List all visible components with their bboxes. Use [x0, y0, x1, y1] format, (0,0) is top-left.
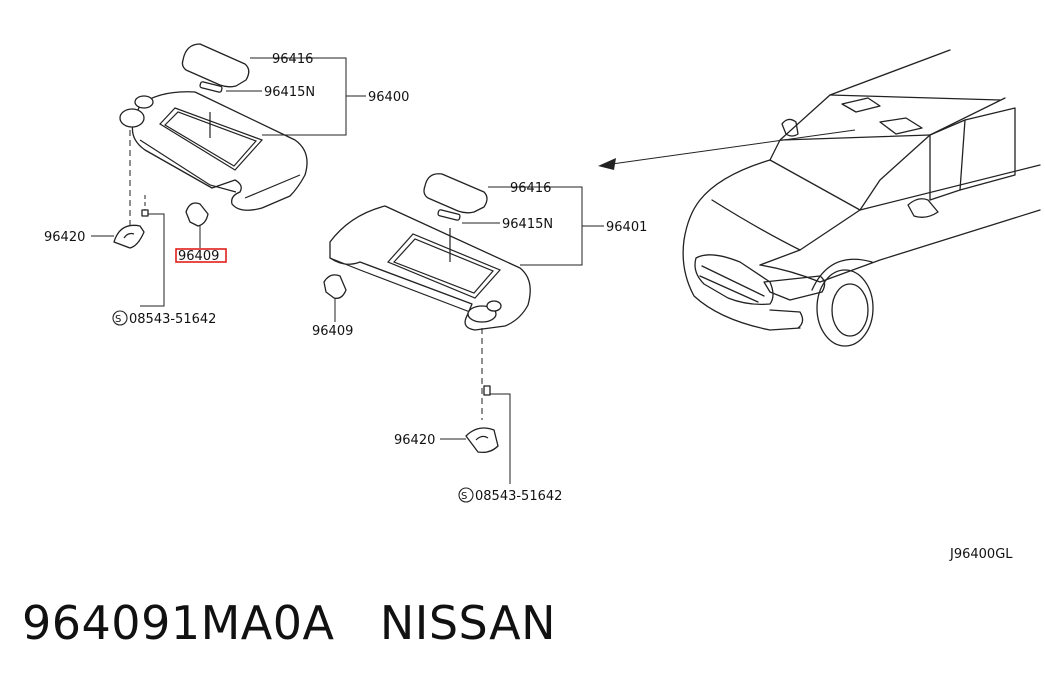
left-holder-highlight-box [175, 248, 227, 263]
car-windshield-top [781, 134, 931, 141]
left-mirror-lamp [199, 81, 223, 93]
car-windshield-bottom [769, 159, 861, 211]
car-front-wheel [816, 269, 874, 347]
left-visor-body [131, 91, 308, 211]
left-holder-label: 96409 [178, 249, 219, 264]
car-wheel-arch [811, 258, 873, 291]
left-screw-icon [141, 209, 149, 217]
caption-brand: NISSAN [379, 596, 556, 650]
car-a-pillar [769, 49, 951, 161]
car-hood-crease [711, 199, 801, 251]
left-mirror-lamp-label: 96415N [264, 85, 315, 100]
car-roof-front [829, 94, 1001, 101]
car-body-side [759, 209, 1041, 283]
location-arrow [611, 129, 856, 165]
left-clip-detail [123, 232, 135, 239]
exploded-parts-diagram: 96416 96415N 96400 96420 96409 S 08543-5… [44, 43, 1041, 562]
right-screw-symbol: S [461, 491, 467, 502]
caption-part-number: 964091MA0A [22, 596, 335, 650]
right-visor-mirror [392, 238, 494, 294]
car-side-window [929, 107, 1016, 201]
car-beltline [859, 164, 1041, 211]
left-visor-mirror-frame [159, 107, 264, 171]
left-visor-assembly: 96416 96415N 96400 96420 96409 S 08543-5… [44, 43, 409, 327]
diagram-reference-code: J96400GL [949, 547, 1013, 562]
vehicle-illustration [598, 49, 1041, 347]
left-assembly-number-label: 96400 [368, 90, 409, 105]
left-screw-symbol-circle [112, 310, 128, 326]
left-visor-pivot-cap [134, 95, 154, 109]
right-visor-body [329, 205, 531, 331]
right-visor-assembly: 96416 96415N 96401 96409 96420 S 08543-5… [312, 173, 647, 504]
left-holder-icon [185, 202, 209, 227]
car-grille-bars [699, 265, 765, 303]
left-visor-edge-2 [244, 174, 301, 199]
right-screw-leader [490, 393, 511, 484]
part-caption: 964091MA0A NISSAN [22, 596, 556, 650]
right-screw-label: 08543-51642 [475, 489, 562, 504]
car-rear-view-mirror [781, 118, 799, 137]
right-mirror-cover-label: 96416 [510, 181, 551, 196]
car-front-wheel-rim [831, 283, 869, 337]
right-holder-label: 96409 [312, 324, 353, 339]
right-mirror-lamp-label: 96415N [502, 217, 553, 232]
right-visor-pivot-cap [486, 300, 502, 312]
right-screw-icon [483, 385, 491, 396]
right-mirror-cover [423, 173, 488, 214]
car-b-pillar [959, 119, 966, 191]
left-visor-pivot [119, 108, 145, 128]
right-clip-label: 96420 [394, 433, 435, 448]
car-visor-left [841, 97, 881, 113]
car-side-mirror [907, 198, 939, 218]
right-visor-edge [329, 257, 471, 313]
car-roof-line [859, 97, 1006, 211]
location-arrowhead [598, 158, 616, 170]
left-clip-label: 96420 [44, 230, 85, 245]
right-clip-icon [465, 427, 499, 454]
car-front-bumper [682, 239, 801, 331]
car-hood-edge [683, 159, 771, 241]
right-mirror-lamp [437, 209, 461, 221]
left-mirror-cover-label: 96416 [272, 52, 313, 67]
left-screw-symbol: S [115, 314, 121, 325]
left-screw-label: 08543-51642 [129, 312, 216, 327]
car-grille [694, 254, 774, 306]
left-clip-icon [113, 224, 145, 249]
left-screw-leader [140, 213, 165, 307]
car-visor-right [879, 117, 923, 135]
left-visor-edge [139, 139, 237, 193]
left-visor-mirror [164, 111, 258, 167]
right-clip-detail [475, 435, 489, 441]
car-fog-light [769, 309, 804, 329]
left-mirror-cover [181, 43, 250, 88]
right-holder-icon [323, 274, 347, 299]
right-assembly-number-label: 96401 [606, 220, 647, 235]
right-screw-symbol-circle [458, 487, 474, 503]
right-visor-mirror-frame [386, 233, 502, 299]
